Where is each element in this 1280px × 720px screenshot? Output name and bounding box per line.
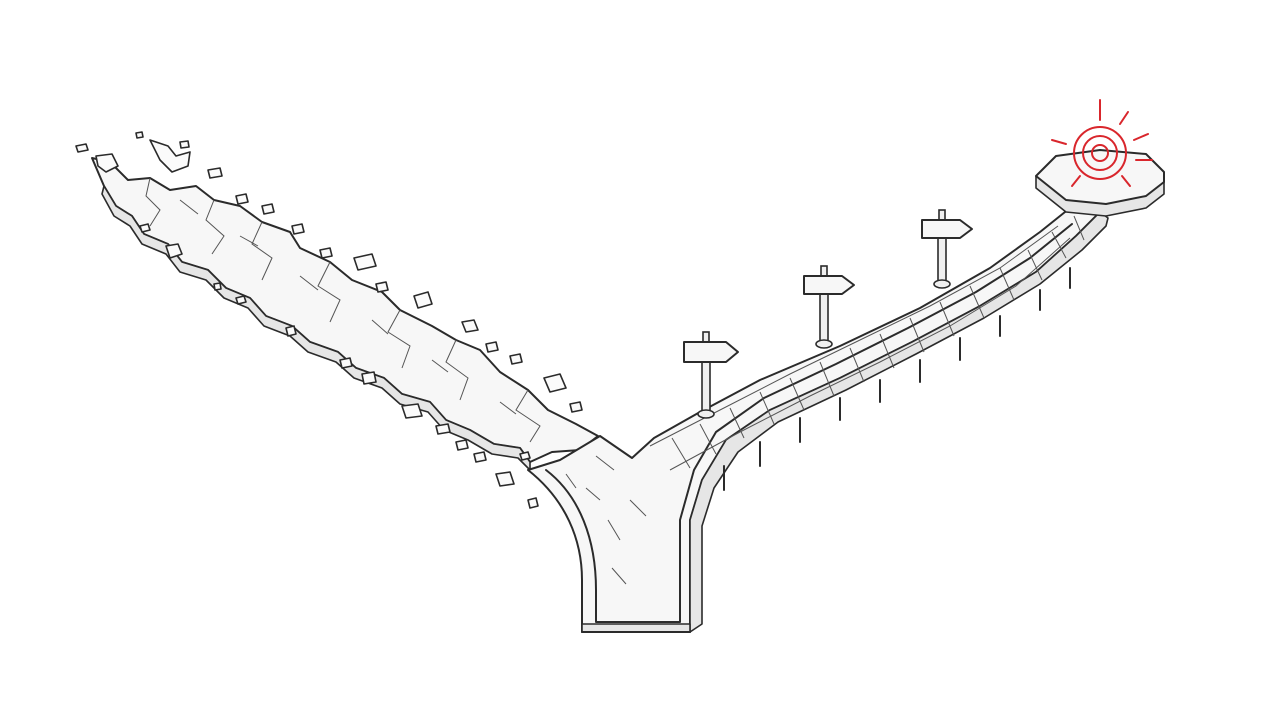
- crumbling-path: [91, 139, 599, 471]
- signpost-icon: [803, 265, 855, 349]
- debris: [75, 131, 583, 509]
- signpost-1: [683, 331, 739, 419]
- signpost-3: [921, 209, 973, 289]
- signpost-icon: [921, 209, 973, 289]
- signpost-2: [803, 265, 855, 349]
- target-icon: [1051, 99, 1153, 187]
- solid-path: [527, 199, 1109, 633]
- goal-platform: [1035, 149, 1165, 217]
- signpost-icon: [683, 331, 739, 419]
